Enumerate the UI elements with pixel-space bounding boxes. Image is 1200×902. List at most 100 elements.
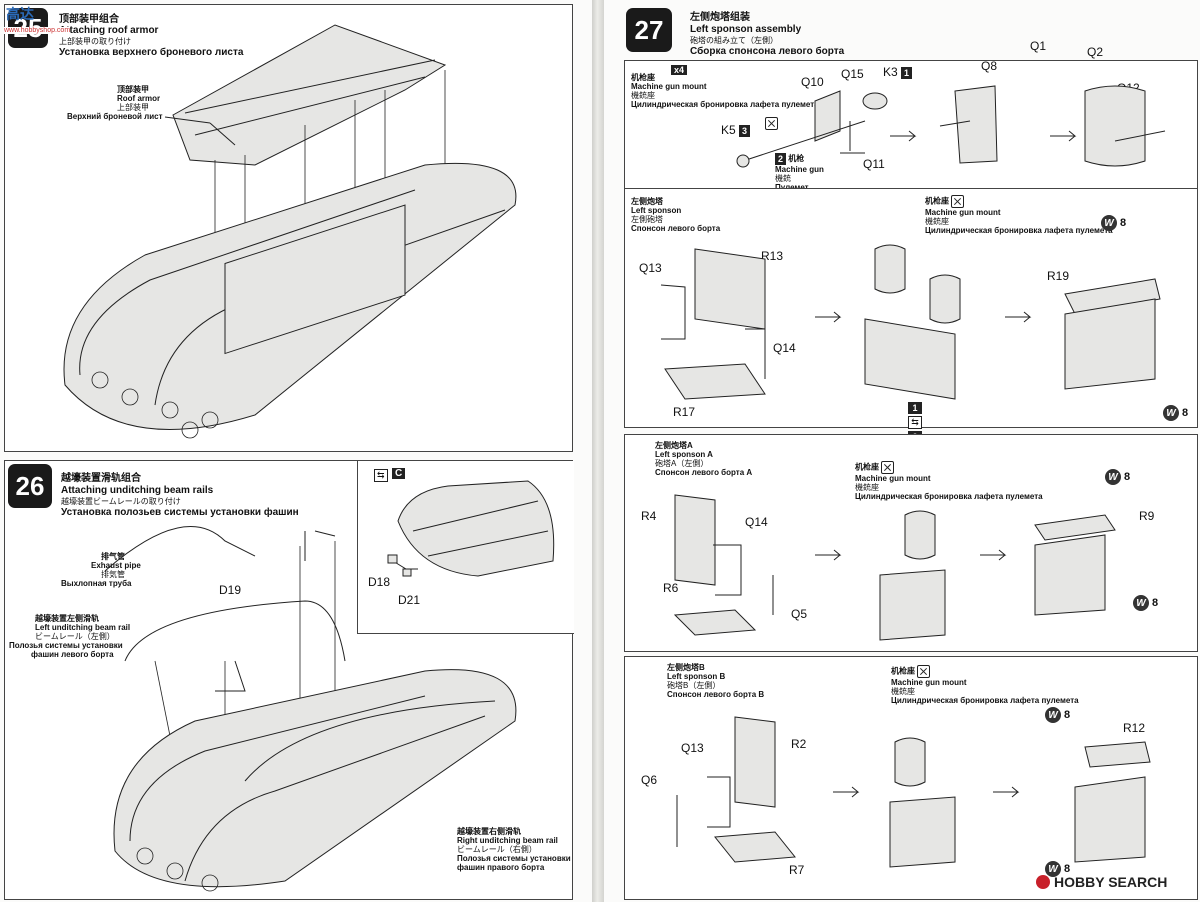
sponson-b-drawing	[676, 716, 1151, 868]
sponson-b-mount-label: 机枪座 Machine gun mount 機銃座 Цилиндрическая…	[891, 665, 1079, 705]
part-d18: D18	[368, 575, 391, 589]
part-r4: R4	[641, 509, 657, 523]
exhaust-jp: 排気管	[101, 570, 125, 579]
sponson-drawing	[660, 244, 1161, 400]
sponson-ru: Спонсон левого борта	[631, 224, 721, 233]
gun-label: 2 机枪 Machine gun 機銃 Пулемет	[775, 153, 824, 192]
part-k5: K5 3	[721, 123, 751, 137]
inset-drawing	[387, 480, 555, 577]
step26-number: 26	[8, 464, 52, 508]
w8-value: 8	[1152, 597, 1159, 609]
step27-panel-sponson: 左侧炮塔 Left sponson 左側砲塔 Спонсон левого бо…	[624, 188, 1198, 428]
part-r6: R6	[663, 581, 679, 595]
part-k3: K3 1	[883, 65, 913, 79]
part-r19: R19	[1047, 269, 1070, 283]
mount-drawing	[736, 85, 1166, 168]
part-q15: Q15	[841, 67, 864, 81]
left-rail-jp: ビームレール（左側）	[35, 632, 115, 641]
part-d19: D19	[219, 583, 242, 597]
w8-value: 8	[1120, 217, 1127, 229]
part-q13: Q13	[681, 741, 704, 755]
exhaust-ru: Выхлопная труба	[61, 579, 132, 588]
step27-panel-mount: 机枪座 x4 Machine gun mount 機銃座 Цилиндричес…	[624, 39, 1198, 192]
right-rail-ru2: фашин правого борта	[457, 863, 545, 872]
mount-en: Machine gun mount	[631, 82, 707, 91]
part-r7: R7	[789, 863, 805, 877]
right-rail-cn: 越壕装置右侧滑轨	[457, 827, 521, 836]
part-k5-sprue: 3	[739, 124, 751, 137]
step26-tank-drawing	[104, 526, 517, 892]
sponson-mount-en: Machine gun mount	[925, 208, 1001, 217]
part-q2: Q2	[1087, 45, 1104, 59]
part-r17: R17	[673, 405, 696, 419]
sponson-mount-label: 机枪座 Machine gun mount 機銃座 Цилиндрическая…	[925, 195, 1113, 235]
sponson-en: Left sponson	[631, 206, 682, 215]
sponson-mount-cn: 机枪座	[925, 196, 949, 206]
roof-armor-jp: 上部装甲	[117, 103, 149, 112]
watermark-url: www.hobbyshop.com	[4, 27, 71, 34]
sponson-jp: 左側砲塔	[631, 215, 663, 224]
part-q13: Q13	[639, 261, 662, 275]
sponson-mount-ru: Цилиндрическая бронировка лафета пулемет…	[925, 226, 1113, 235]
gun-sprue: 2	[775, 153, 787, 165]
sponson-a-mount-ru: Цилиндрическая бронировка лафета пулемет…	[855, 492, 1043, 501]
part-k5-label: K5	[721, 123, 736, 137]
left-rail-en: Left unditching beam rail	[35, 623, 131, 632]
part-q11: Q11	[863, 157, 885, 171]
step25-title-en: Attaching roof armor	[59, 25, 159, 36]
sponson-b-en: Left sponson B	[667, 672, 726, 681]
sponson-a-mount-label: 机枪座 Machine gun mount 機銃座 Цилиндрическая…	[855, 461, 1043, 501]
book-gutter	[592, 0, 604, 902]
step25-tank-drawing	[63, 24, 517, 439]
step27-title-ru: Сборка спонсона левого борта	[690, 46, 845, 57]
step25-panel: 顶部装甲组合 Attaching roof armor 上部装甲の取り付け Ус…	[4, 4, 573, 452]
variant-1: 1	[908, 402, 922, 414]
part-q5: Q5	[791, 607, 808, 621]
sponson-a-mount-jp: 機銃座	[855, 483, 879, 492]
sponson-a-mount-en: Machine gun mount	[855, 474, 931, 483]
step27-number: 27	[626, 8, 672, 52]
step26-panel: 越壕装置滑轨组合 Attaching unditching beam rails…	[4, 460, 574, 900]
sponson-a-cn: 左侧炮塔A	[655, 441, 693, 450]
sponson-mount-jp: 機銃座	[925, 217, 949, 226]
step25-title-jp: 上部装甲の取り付け	[59, 37, 131, 46]
mount-ru: Цилиндрическая бронировка лафета пулемет…	[631, 100, 819, 109]
step26-inset: ⇆ C D18 D21	[357, 461, 574, 634]
step25-title-cn: 顶部装甲组合	[59, 14, 119, 25]
step25-title-ru: Установка верхнего броневого листа	[59, 47, 244, 58]
w8-value: 8	[1064, 863, 1071, 875]
roof-armor-en: Roof armor	[117, 94, 161, 103]
part-d21: D21	[398, 593, 421, 607]
w8-value: 8	[1182, 407, 1189, 419]
mount-jp: 機銃座	[631, 91, 655, 100]
part-r12: R12	[1123, 721, 1146, 735]
swap-icon: ⇆	[908, 416, 922, 429]
sponson-b-mount-cn: 机枪座	[891, 666, 915, 676]
mount-cn: 机枪座	[631, 73, 655, 82]
step27-title-en: Left sponson assembly	[690, 24, 802, 35]
step27-title-cn: 左侧炮塔组装	[690, 12, 750, 23]
inset-part-tag: C	[392, 468, 406, 479]
part-r2: R2	[791, 737, 807, 751]
step26-title-en: Attaching unditching beam rails	[61, 485, 214, 496]
part-r9: R9	[1139, 509, 1155, 523]
exhaust-en: Exhaust pipe	[91, 561, 141, 570]
gun-jp: 機銃	[775, 174, 791, 183]
right-rail-jp: ビームレール（右側）	[457, 845, 537, 854]
part-q1: Q1	[1030, 39, 1047, 53]
gun-en: Machine gun	[775, 165, 824, 174]
part-q6: Q6	[641, 773, 658, 787]
step26-title-jp: 越壕装置ビームレールの取り付け	[61, 497, 181, 506]
sponson-b-mount-jp: 機銃座	[891, 687, 915, 696]
sponson-b-cn: 左侧炮塔B	[667, 663, 705, 672]
gun-ru: Пулемет	[775, 183, 809, 192]
step27-panel-sponson-a: 左侧炮塔A Left sponson A 砲塔A（左側） Спонсон лев…	[624, 434, 1198, 652]
left-rail-cn: 越壕装置左侧滑轨	[35, 614, 99, 623]
sponson-a-ru: Спонсон левого борта A	[655, 468, 753, 477]
right-rail-en: Right unditching beam rail	[457, 836, 558, 845]
